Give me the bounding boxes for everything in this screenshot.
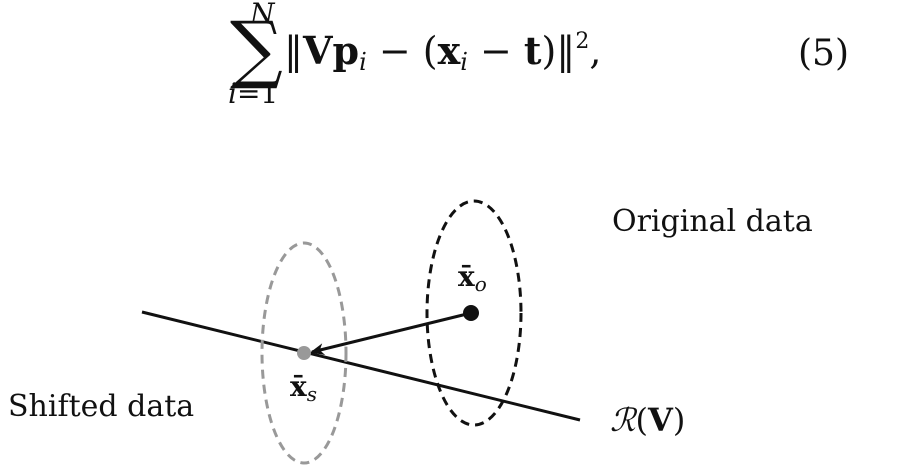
- shifted-mean-label: x̄s: [290, 372, 317, 409]
- original-data-label: Original data: [612, 204, 813, 239]
- range-script-R: ℛ: [610, 401, 636, 439]
- shifted-mean-sub: s: [306, 382, 317, 406]
- range-line: [141, 310, 581, 422]
- shifted-data-ellipse: [260, 241, 348, 465]
- sum-lower-limit: i=1: [228, 80, 278, 108]
- expr-part2: − (: [366, 29, 438, 73]
- expr-exponent: 2: [575, 29, 590, 54]
- expr-t: t: [523, 28, 542, 73]
- shift-arrow: [310, 311, 472, 355]
- original-mean-base: x̄: [458, 260, 475, 293]
- equation-number: (5): [798, 33, 849, 74]
- sum-lower-var: i: [228, 77, 237, 110]
- sum-upper-limit: N: [250, 0, 275, 30]
- original-mean-sub: o: [474, 272, 487, 296]
- shifted-data-label: Shifted data: [8, 389, 195, 424]
- range-V: V: [648, 401, 673, 439]
- expr-i2: i: [460, 48, 468, 76]
- range-close-paren: ): [672, 401, 686, 439]
- expr-V: V: [303, 28, 333, 73]
- original-data-ellipse: [425, 199, 523, 427]
- shifted-mean-point: [297, 346, 311, 360]
- original-mean-point: [463, 305, 479, 321]
- original-mean-label: x̄o: [458, 262, 487, 299]
- expr-part1: ‖: [284, 29, 303, 73]
- expr-part3: −: [467, 29, 524, 73]
- shifted-mean-base: x̄: [290, 370, 307, 403]
- sum-symbol: ∑: [230, 6, 283, 92]
- equation-5: N ∑ i=1 ‖Vpi − (xi − t)‖2,: [228, 0, 648, 120]
- range-label: ℛ(V): [610, 403, 685, 437]
- equation-expression: ‖Vpi − (xi − t)‖2,: [284, 30, 601, 83]
- summation: N ∑ i=1: [228, 0, 298, 120]
- expr-i1: i: [359, 48, 367, 76]
- expr-part4: )‖: [541, 29, 576, 73]
- sum-lower-rest: =1: [236, 77, 279, 110]
- expr-x: x: [437, 28, 461, 73]
- range-open-paren: (: [635, 401, 649, 439]
- expr-p: p: [332, 28, 360, 73]
- expr-part5: ,: [589, 29, 602, 73]
